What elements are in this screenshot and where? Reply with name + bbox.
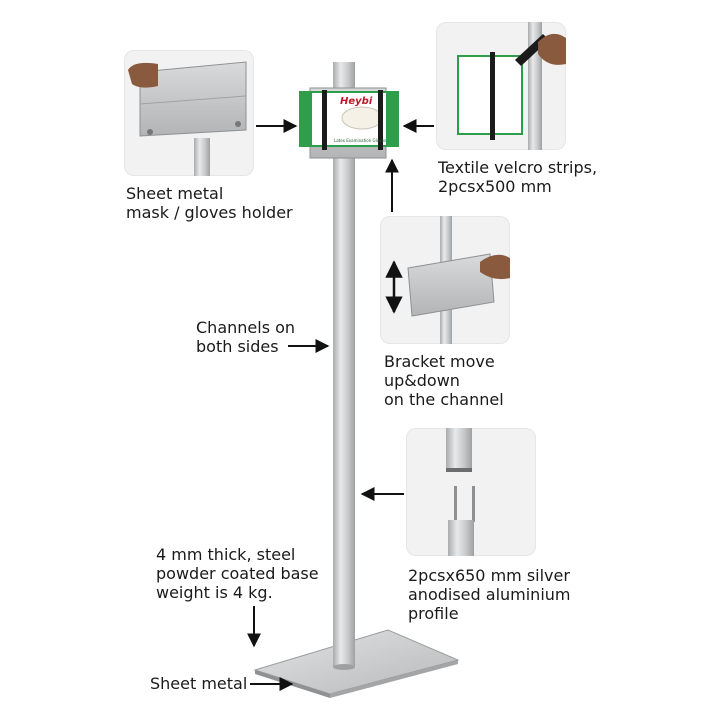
velcro-detail-image [457,22,566,150]
gloves-holder: Heybi Latex Examination Gloves [299,87,399,159]
sheet-metal-label: Sheet metal [150,674,248,693]
aluminium-pole [333,62,355,670]
base-plate [253,629,460,698]
bracket-label: Bracket move up&down on the channel [384,352,504,409]
base-label: 4 mm thick, steel powder coated base wei… [156,545,319,602]
profile-detail-image [446,428,475,556]
velcro-label: Textile velcro strips, 2pcsx500 mm [438,158,598,196]
pointer-arrows [247,119,434,691]
holder-label: Sheet metal mask / gloves holder [126,184,293,222]
bracket-detail-image [385,216,510,344]
box-caption-text: Latex Examination Gloves [334,138,386,143]
box-brand-text: Heybi [340,96,373,107]
channels-label: Channels on both sides [196,318,296,356]
holder-detail-image [128,61,247,176]
profile-label: 2pcsx650 mm silver anodised aluminium pr… [408,566,571,623]
